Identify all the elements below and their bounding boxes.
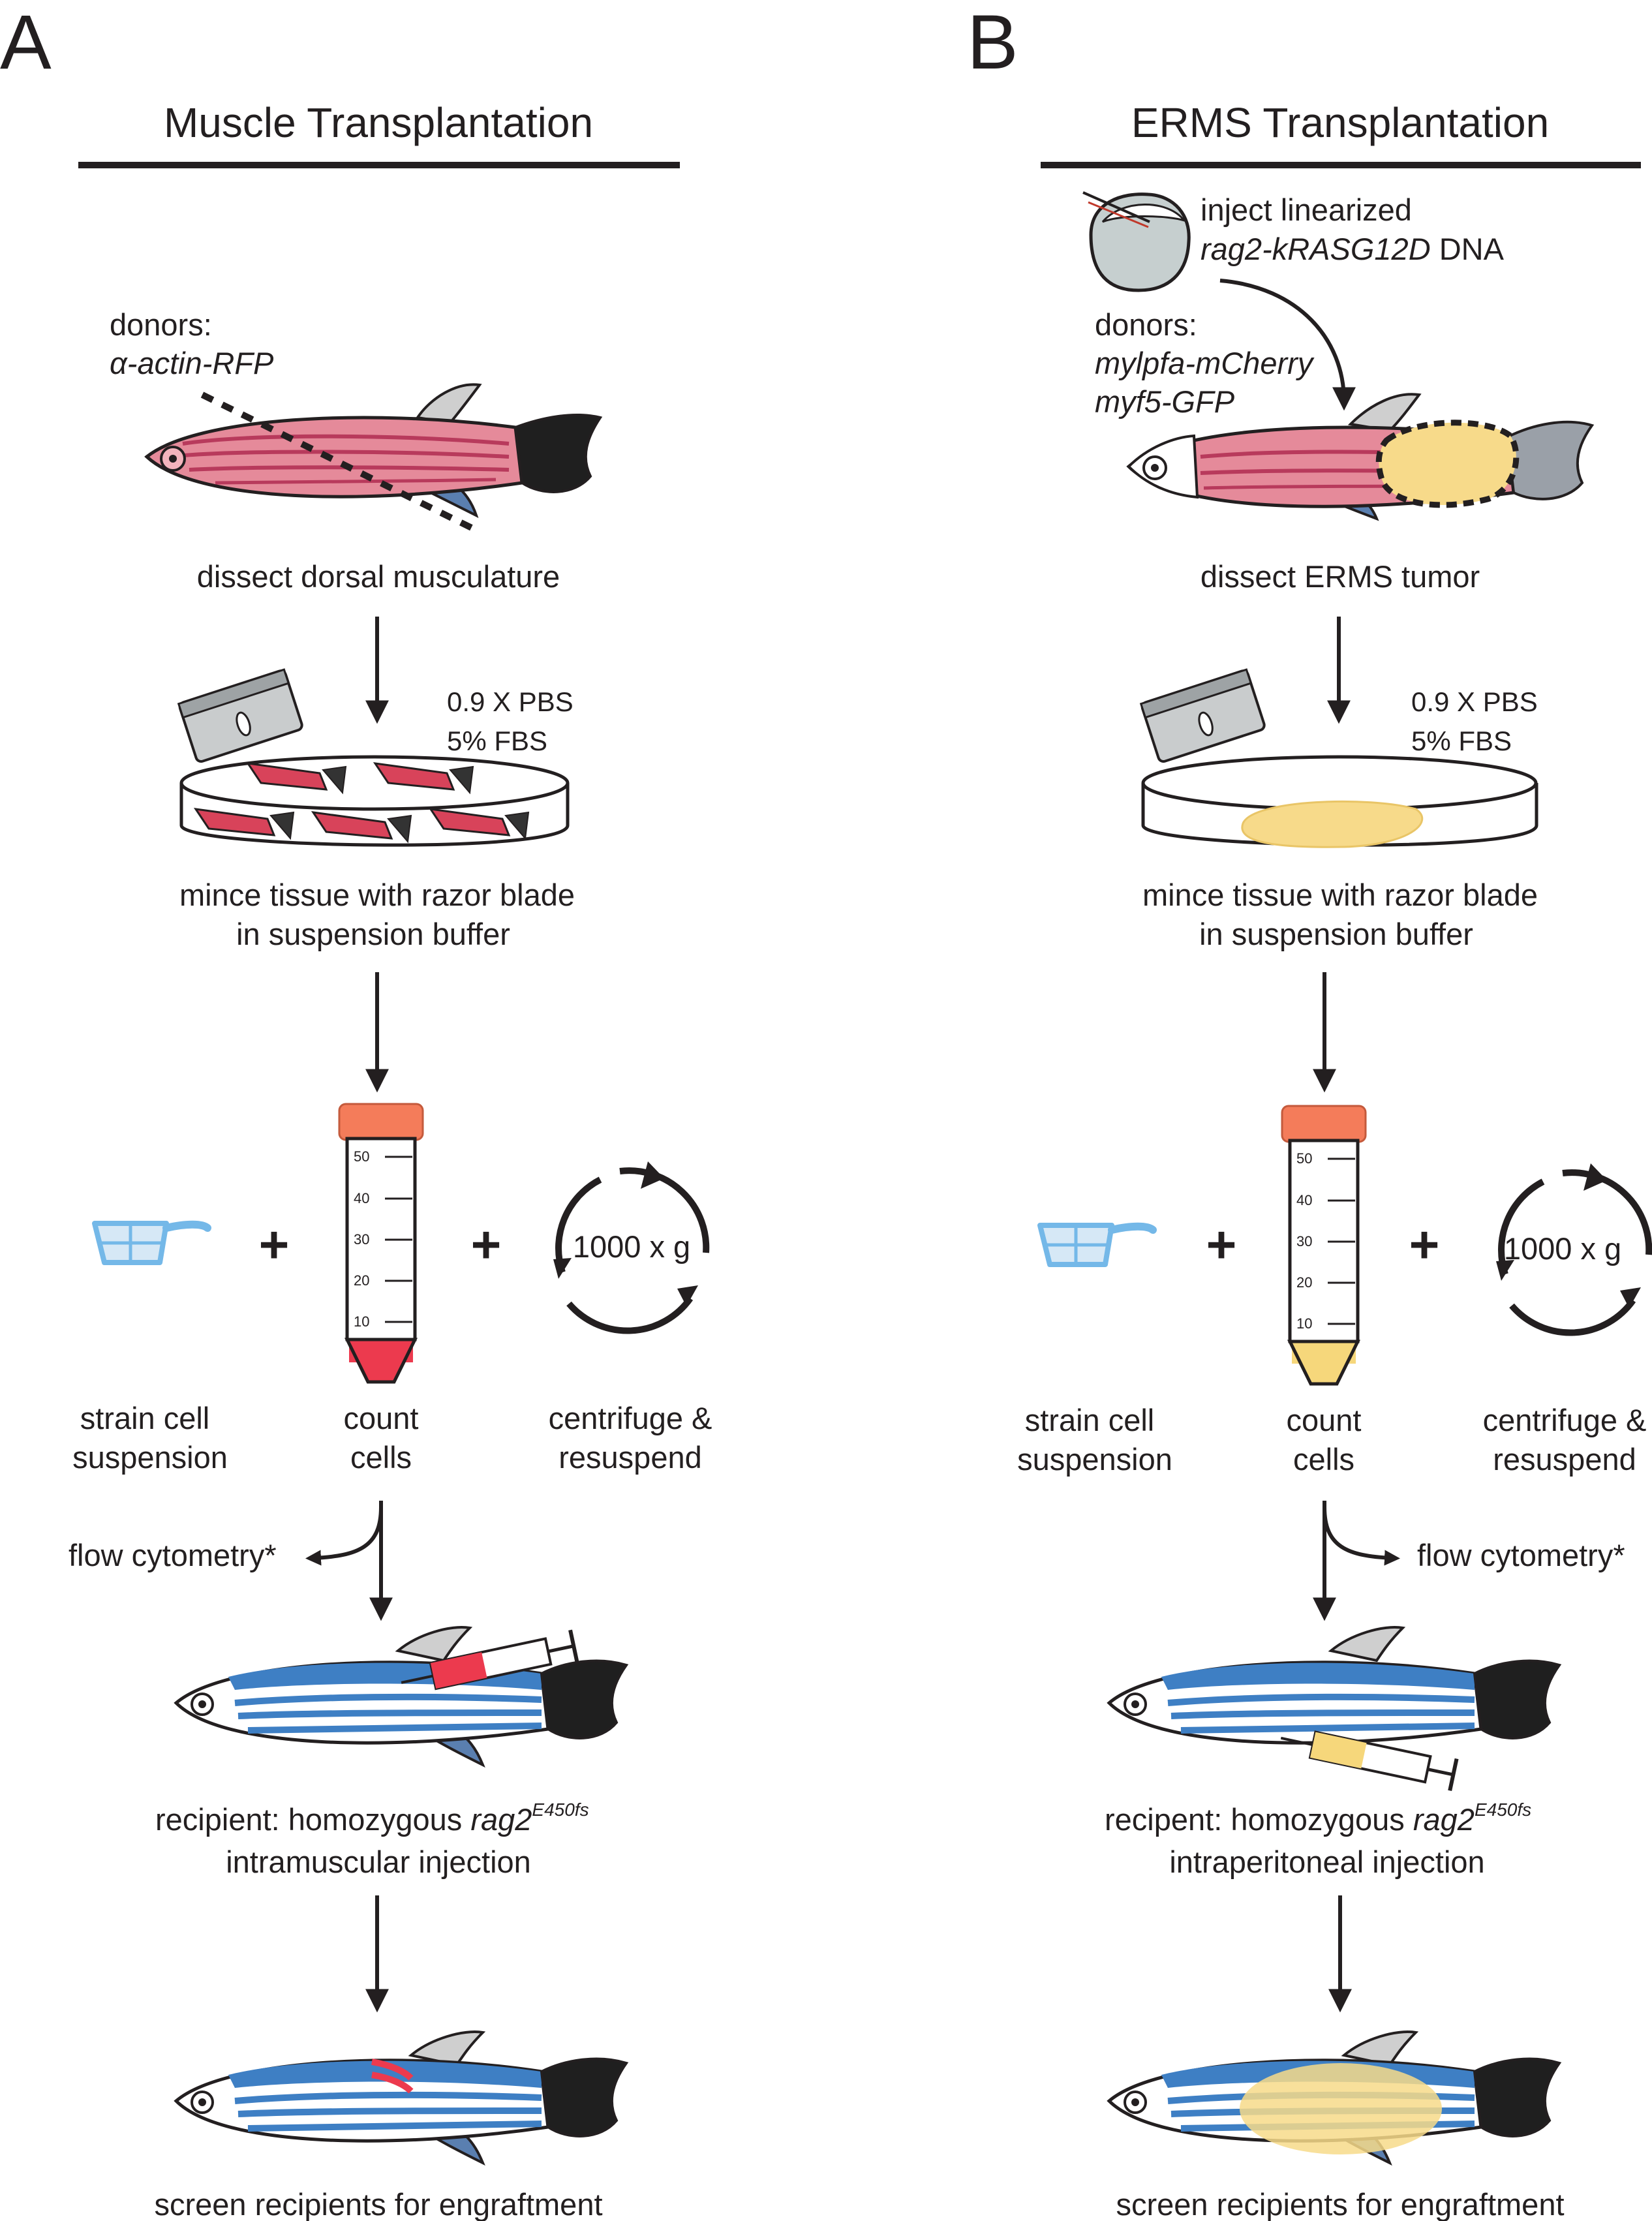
panel-b-plus-2: + bbox=[1409, 1216, 1440, 1274]
panel-a-recipient-line: recipient: homozygous rag2E450fs bbox=[155, 1800, 589, 1837]
panel-a-count-line-1: count bbox=[344, 1401, 419, 1435]
panel-b-plus-1: + bbox=[1206, 1216, 1237, 1274]
razor-blade-icon bbox=[177, 668, 303, 763]
tissue-piece bbox=[373, 762, 474, 795]
conical-tube-icon: 50 40 30 20 10 bbox=[338, 1103, 424, 1384]
panel-b-centrifuge-line-2: resuspend bbox=[1493, 1442, 1636, 1477]
tube-scale: 50 40 30 20 10 bbox=[1296, 1150, 1355, 1332]
tissue-piece bbox=[245, 762, 347, 795]
panel-a-mince-line-2: in suspension buffer bbox=[236, 917, 510, 951]
panel-a-injection-label: intramuscular injection bbox=[226, 1845, 531, 1879]
engrafted-fish-icon bbox=[174, 2030, 629, 2166]
panel-a-donors-label: donors: bbox=[110, 307, 212, 342]
panel-b-donor-strain-2: myf5-GFP bbox=[1095, 384, 1235, 419]
cell-strainer-icon bbox=[92, 1220, 211, 1265]
panel-a-mince-line-1: mince tissue with razor blade bbox=[179, 878, 575, 912]
panel-b-dissect-label: dissect ERMS tumor bbox=[1201, 559, 1480, 594]
tumor-tissue bbox=[1241, 800, 1424, 848]
petri-dish-icon bbox=[1141, 755, 1538, 848]
razor-blade-icon bbox=[1139, 668, 1266, 763]
panel-a-flow-branch-arrow bbox=[305, 1507, 383, 1566]
panel-b-screen-label: screen recipients for engraftment bbox=[1116, 2187, 1564, 2221]
engrafted-fish-icon bbox=[1107, 2030, 1562, 2166]
tube-tick-label: 10 bbox=[354, 1313, 369, 1330]
panel-b-donor-strain-1: mylpfa-mCherry bbox=[1095, 346, 1315, 380]
centrifuge-cycle-icon: 1000 x g bbox=[1496, 1163, 1652, 1336]
panel-b-buffer-line-2: 5% FBS bbox=[1411, 726, 1512, 756]
panel-a-plus-2: + bbox=[471, 1216, 502, 1274]
panel-a-strain-line-1: strain cell bbox=[80, 1401, 210, 1435]
tube-tick-label: 40 bbox=[354, 1190, 369, 1206]
tissue-piece bbox=[428, 808, 530, 840]
tube-tick-label: 10 bbox=[1296, 1315, 1312, 1332]
panel-a-strain-line-2: suspension bbox=[72, 1440, 228, 1475]
embryo-icon bbox=[1082, 191, 1191, 292]
panel-b-title: ERMS Transplantation bbox=[1131, 99, 1549, 146]
panel-b-inject-line-1: inject linearized bbox=[1201, 192, 1412, 227]
syringe-icon bbox=[1280, 1730, 1459, 1792]
tube-tick-label: 40 bbox=[1296, 1192, 1312, 1208]
centrifuge-cycle-icon: 1000 x g bbox=[553, 1161, 710, 1334]
donor-muscle-fish-icon bbox=[144, 383, 603, 535]
panel-b-mince-line-1: mince tissue with razor blade bbox=[1142, 878, 1538, 912]
panel-b-injection-arrow bbox=[1219, 279, 1356, 411]
panel-b: B ERMS Transplantation inject linearized… bbox=[967, 0, 1652, 2221]
panel-b-flow-branch-arrow bbox=[1323, 1507, 1400, 1566]
tube-tick-label: 50 bbox=[1296, 1150, 1312, 1167]
panel-b-injection-label: intraperitoneal injection bbox=[1169, 1845, 1484, 1879]
engrafted-tumor bbox=[1240, 2063, 1442, 2154]
panel-a-centrifuge-line-2: resuspend bbox=[558, 1440, 702, 1475]
panel-a-plus-1: + bbox=[259, 1216, 290, 1274]
donor-tumor-fish-icon bbox=[1126, 393, 1595, 521]
petri-dish-icon bbox=[179, 755, 570, 847]
panel-b-centrifuge-line-1: centrifuge & bbox=[1483, 1403, 1647, 1437]
panel-b-flow-label: flow cytometry* bbox=[1417, 1538, 1625, 1572]
panel-a-buffer-line-2: 5% FBS bbox=[447, 726, 547, 756]
panel-b-centrifuge-speed: 1000 x g bbox=[1504, 1231, 1621, 1266]
panel-a-screen-label: screen recipients for engraftment bbox=[154, 2187, 602, 2221]
tube-tick-label: 30 bbox=[354, 1231, 369, 1248]
tube-tick-label: 20 bbox=[1296, 1274, 1312, 1291]
panel-a-buffer-line-1: 0.9 X PBS bbox=[447, 686, 574, 717]
panel-b-donors-label: donors: bbox=[1095, 307, 1197, 342]
panel-a-count-line-2: cells bbox=[350, 1440, 412, 1475]
panel-a-centrifuge-line-1: centrifuge & bbox=[549, 1401, 712, 1435]
panel-b-letter: B bbox=[967, 0, 1018, 85]
tube-tick-label: 30 bbox=[1296, 1233, 1312, 1249]
panel-a-letter: A bbox=[0, 0, 52, 85]
panel-b-buffer-line-1: 0.9 X PBS bbox=[1411, 686, 1538, 717]
panel-b-count-line-1: count bbox=[1287, 1403, 1362, 1437]
tissue-piece bbox=[311, 811, 412, 844]
syringe-icon bbox=[401, 1629, 579, 1691]
panel-b-count-line-2: cells bbox=[1293, 1442, 1354, 1477]
tube-scale: 50 40 30 20 10 bbox=[354, 1148, 412, 1330]
panel-b-mince-line-2: in suspension buffer bbox=[1199, 917, 1473, 951]
panel-b-strain-line-1: strain cell bbox=[1025, 1403, 1155, 1437]
cell-strainer-icon bbox=[1037, 1222, 1157, 1267]
recipient-fish-icon bbox=[1107, 1626, 1562, 1768]
panel-a-flow-label: flow cytometry* bbox=[69, 1538, 277, 1572]
panel-b-strain-line-2: suspension bbox=[1017, 1442, 1172, 1477]
panel-a-donor-strain: α-actin-RFP bbox=[110, 346, 274, 380]
panel-a-title: Muscle Transplantation bbox=[164, 99, 593, 146]
panel-b-inject-line-2: rag2-kRASG12D DNA bbox=[1201, 232, 1505, 266]
tube-tick-label: 50 bbox=[354, 1148, 369, 1165]
panel-a-dissect-label: dissect dorsal musculature bbox=[197, 559, 560, 594]
panel-b-recipient-line: recipent: homozygous rag2E450fs bbox=[1105, 1800, 1531, 1837]
panel-a: A Muscle Transplantation donors: α-actin… bbox=[0, 0, 712, 2221]
panel-a-centrifuge-speed: 1000 x g bbox=[573, 1229, 690, 1264]
tube-tick-label: 20 bbox=[354, 1272, 369, 1289]
tissue-piece bbox=[193, 808, 295, 840]
conical-tube-icon: 50 40 30 20 10 bbox=[1281, 1105, 1367, 1386]
